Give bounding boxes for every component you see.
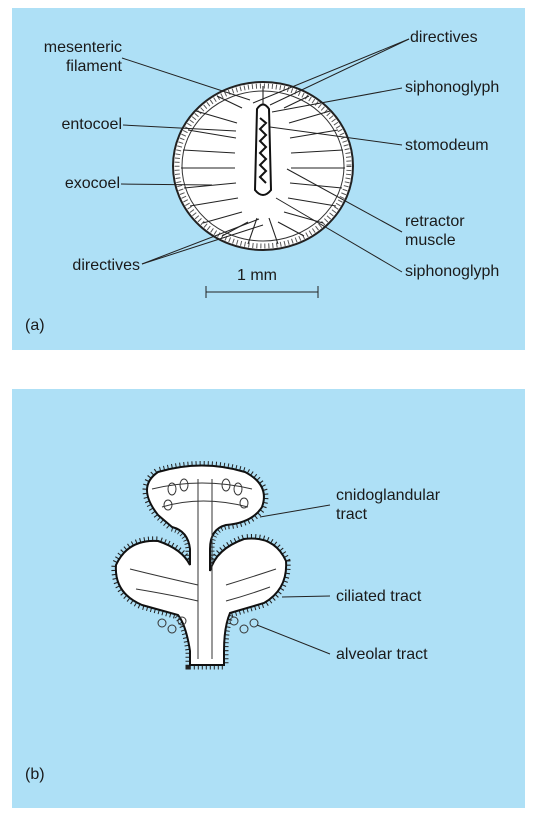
scale-bar-label: 1 mm <box>237 266 277 285</box>
mesenteric-filament-section-illustration <box>12 389 525 808</box>
label-retractor-muscle: retractor muscle <box>405 212 465 250</box>
label-directives-top: directives <box>410 28 478 47</box>
label-stomodeum: stomodeum <box>405 136 489 155</box>
panel-letter-b: (b) <box>25 765 45 784</box>
label-directives-bottom: directives <box>12 256 140 275</box>
label-line: retractor <box>405 212 465 231</box>
label-entocoel: entocoel <box>12 115 122 134</box>
label-siphonoglyph-bottom: siphonoglyph <box>405 262 499 281</box>
stomodeum-shape <box>255 105 271 196</box>
scale-bar <box>206 286 318 298</box>
panel-letter-a: (a) <box>25 316 45 335</box>
label-line: mesenteric <box>12 38 122 57</box>
label-line: cnidoglandular <box>336 486 440 505</box>
label-line: filament <box>12 57 122 76</box>
label-cnidoglandular-tract: cnidoglandular tract <box>336 486 440 524</box>
label-ciliated-tract: ciliated tract <box>336 587 421 606</box>
section-outline <box>116 466 286 666</box>
label-alveolar-tract: alveolar tract <box>336 645 428 664</box>
panel-a: mesenteric filament entocoel exocoel dir… <box>12 8 525 350</box>
label-mesenteric-filament: mesenteric filament <box>12 38 122 76</box>
panel-b: cnidoglandular tract ciliated tract alve… <box>12 389 525 808</box>
label-exocoel: exocoel <box>12 174 120 193</box>
label-siphonoglyph-top: siphonoglyph <box>405 78 499 97</box>
label-line: muscle <box>405 231 465 250</box>
label-line: tract <box>336 505 440 524</box>
